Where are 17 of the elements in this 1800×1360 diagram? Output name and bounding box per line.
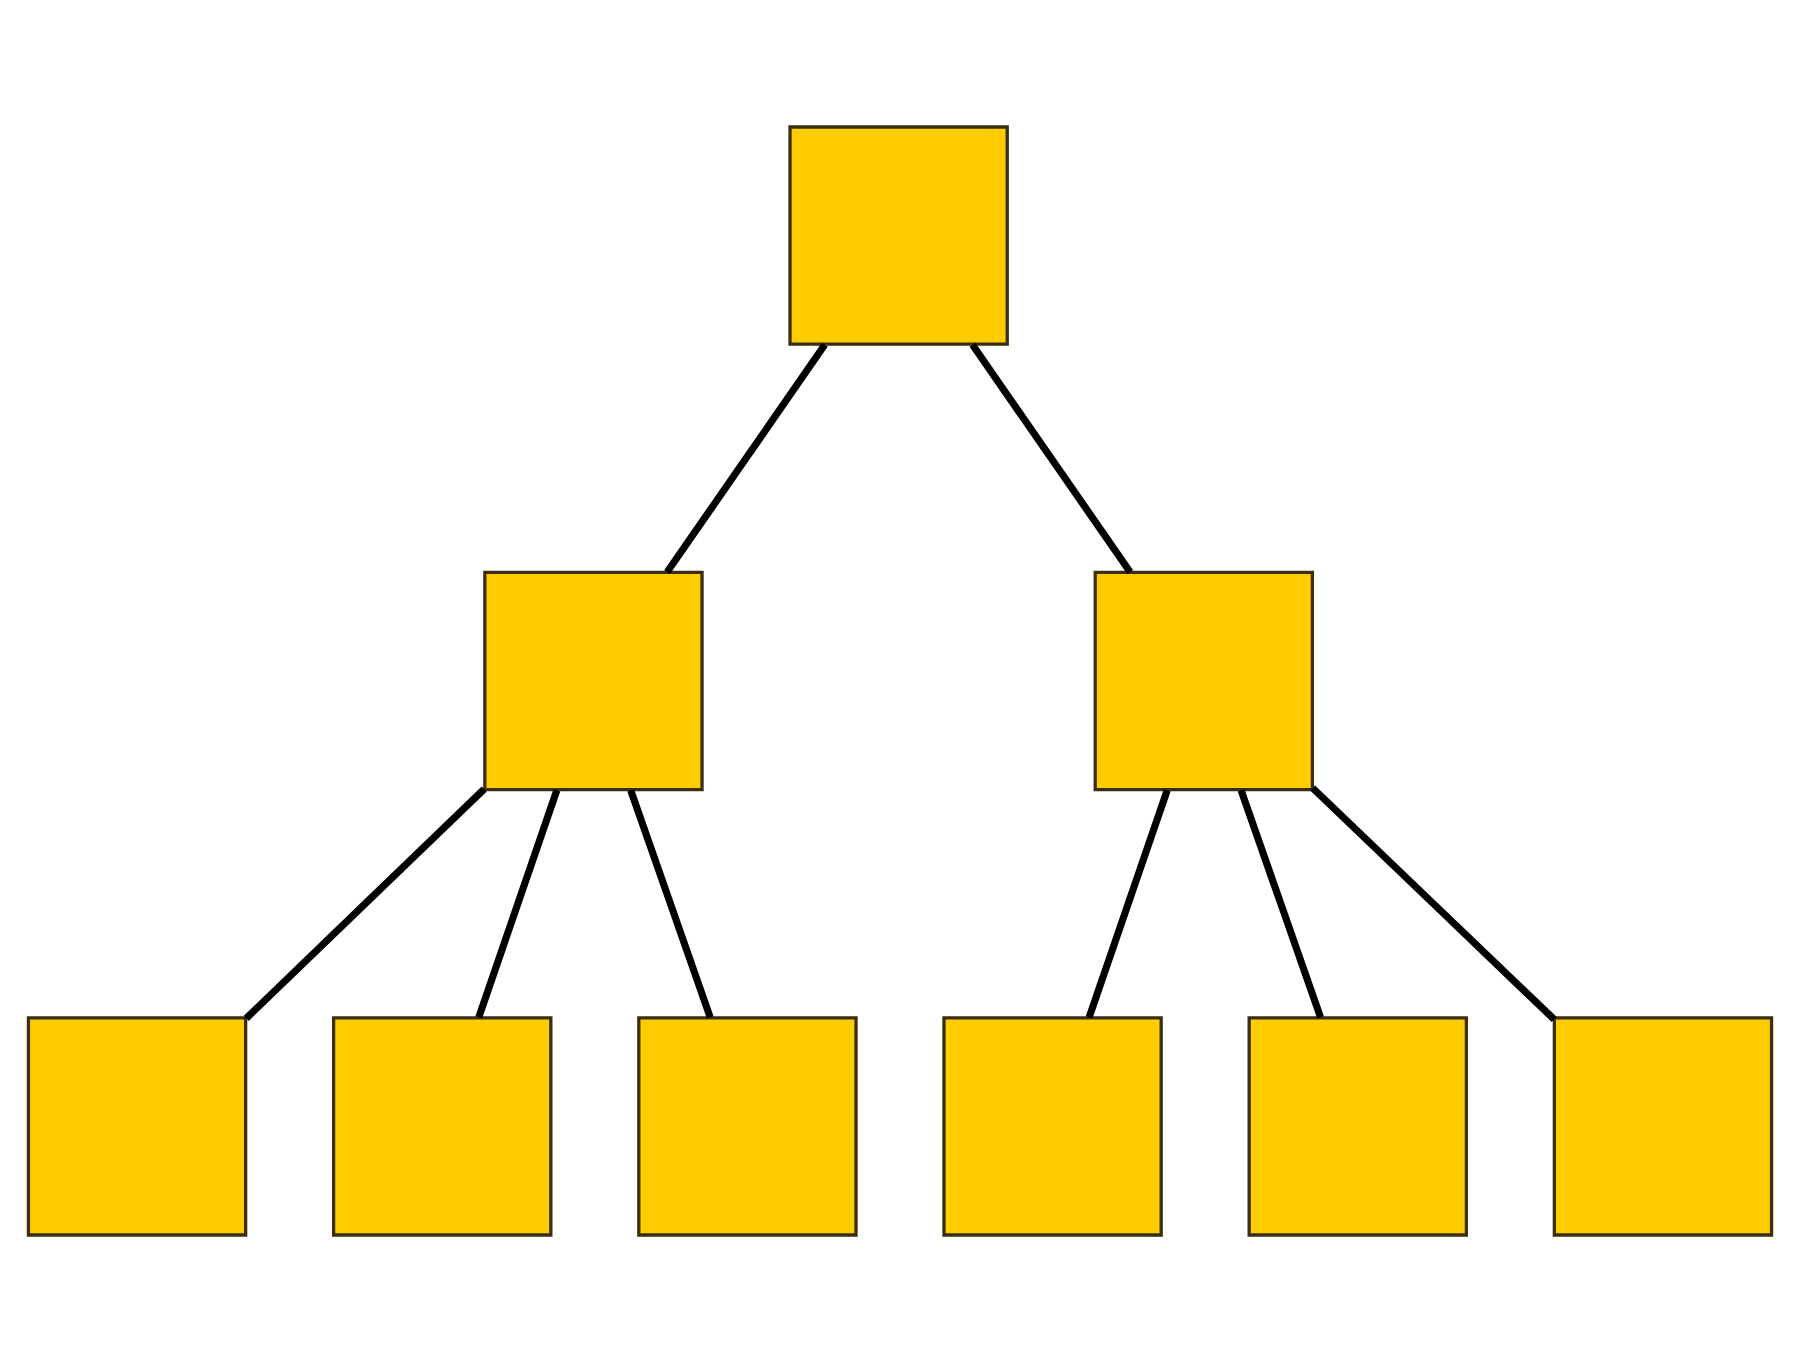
connector [627,788,714,1018]
connector [1237,788,1324,1018]
node-box [788,124,1009,345]
connector [969,341,1134,574]
node-box [26,1015,248,1236]
node-box [483,569,704,791]
node-box [942,1015,1163,1236]
node-box [332,1015,553,1236]
connector [664,341,828,574]
connector [1085,788,1171,1018]
node-box [1247,1015,1468,1236]
connector [1310,784,1557,1021]
node-box [1552,1015,1774,1236]
node-box [1093,569,1315,791]
connector [243,785,487,1020]
node-box [637,1015,858,1236]
connector [475,788,561,1018]
